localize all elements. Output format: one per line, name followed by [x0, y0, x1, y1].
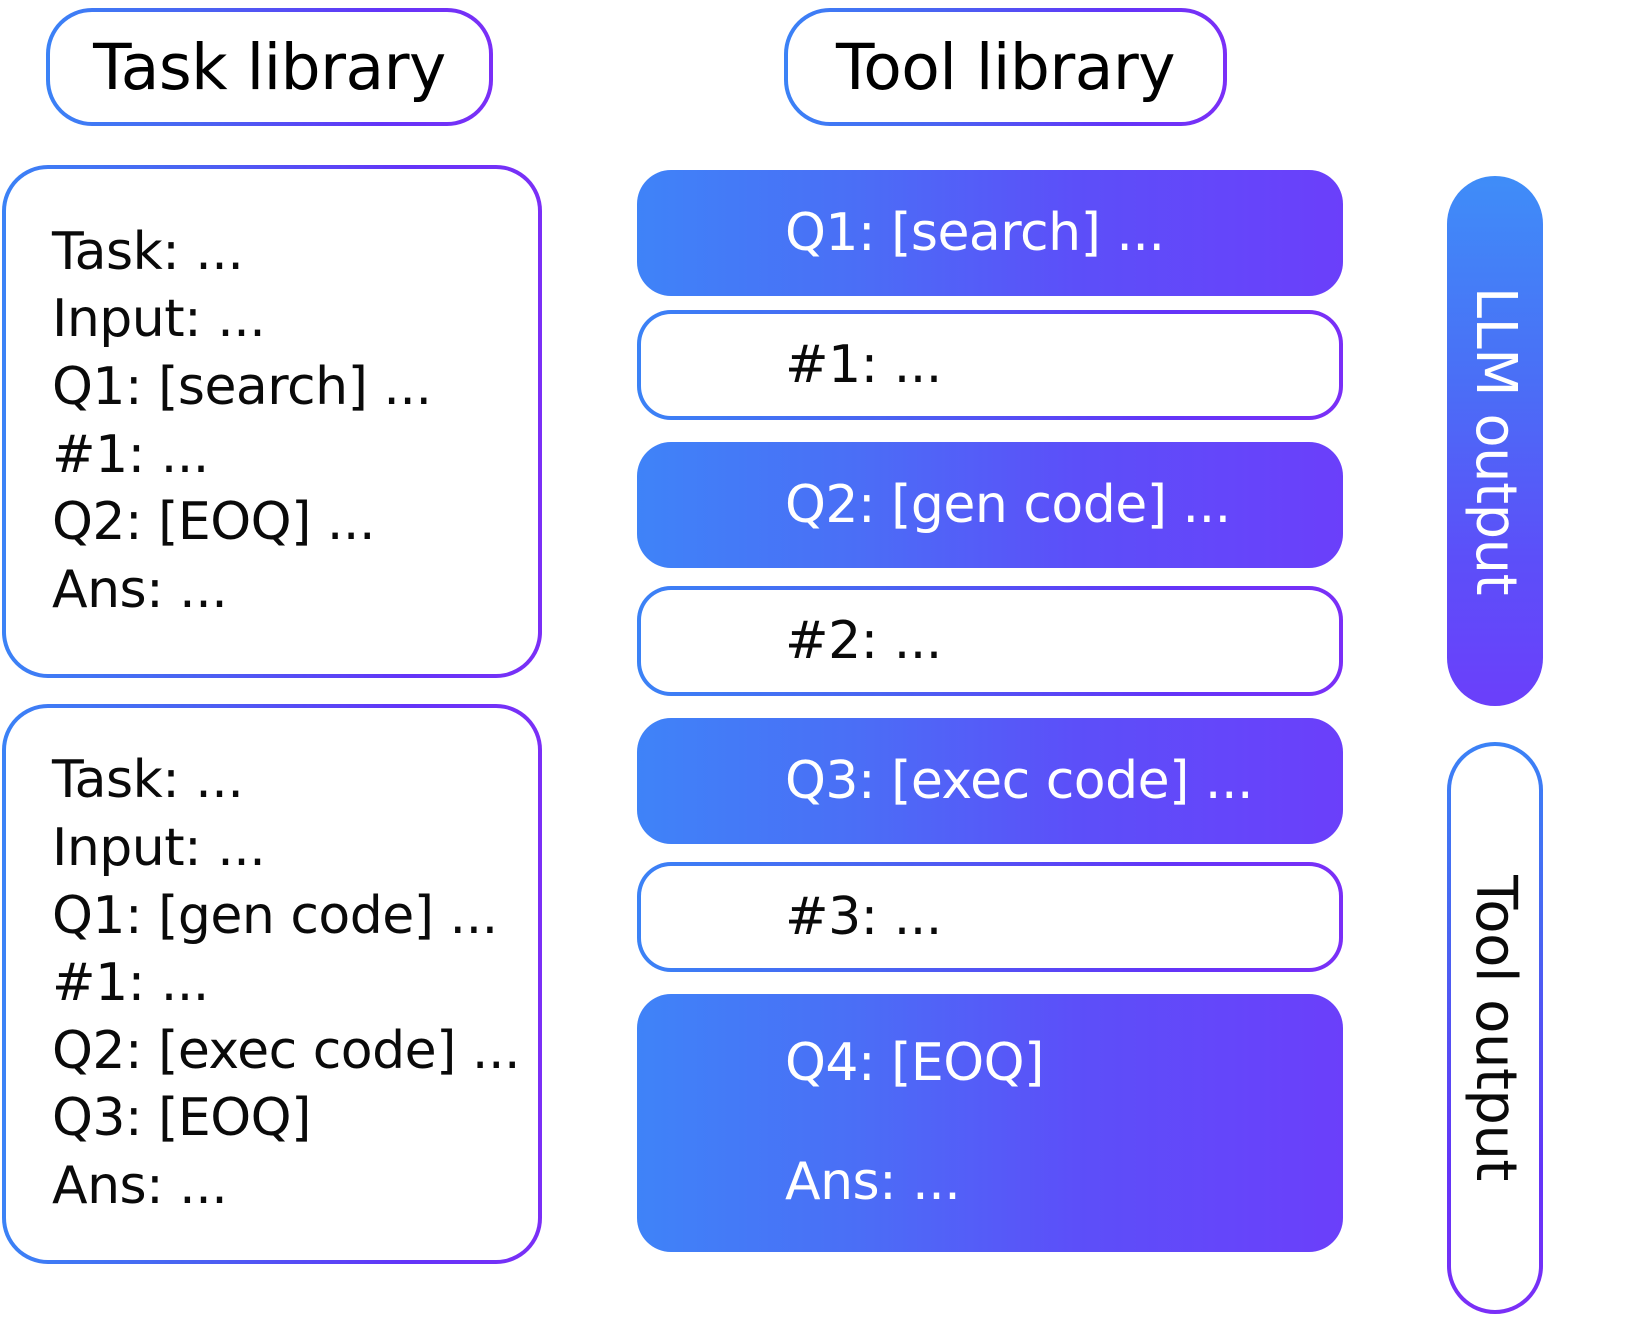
task-library-title: Task library	[93, 30, 446, 104]
task-line: Ans: ...	[52, 559, 228, 620]
task-library-pill: Task library	[46, 8, 493, 126]
trace-line: Q1: [search] ...	[785, 202, 1165, 263]
task-line: Task: ...	[52, 750, 244, 811]
task-line: Q1: [search] ...	[52, 356, 432, 417]
task-line: Q1: [gen code] ...	[52, 885, 498, 946]
trace-card-llm-q4[interactable]: Q4: [EOQ] Ans: ...	[637, 994, 1343, 1252]
trace-card-llm-q2[interactable]: Q2: [gen code] ...	[637, 442, 1343, 568]
tool-output-label: Tool output	[1463, 875, 1528, 1181]
task-line: Input: ...	[52, 289, 266, 350]
trace-card-tool-3[interactable]: #3: ...	[637, 862, 1343, 972]
task-line: #1: ...	[52, 953, 209, 1014]
trace-card-tool-1[interactable]: #1: ...	[637, 310, 1343, 420]
task-line: Q3: [EOQ]	[52, 1088, 311, 1149]
task-line: Q2: [EOQ] ...	[52, 492, 375, 553]
task-line: Input: ...	[52, 818, 266, 879]
task-line: #1: ...	[52, 424, 209, 485]
trace-line: Ans: ...	[785, 1152, 961, 1212]
trace-card-llm-q1[interactable]: Q1: [search] ...	[637, 170, 1343, 296]
task-library-card-1[interactable]: Task: ... Input: ... Q1: [search] ... #1…	[2, 165, 542, 678]
trace-line: #1: ...	[785, 334, 942, 395]
trace-line: Q2: [gen code] ...	[785, 474, 1231, 535]
tool-output-badge: Tool output	[1447, 742, 1543, 1314]
trace-line: #3: ...	[785, 886, 942, 947]
llm-output-badge: LLM output	[1447, 176, 1543, 706]
trace-line: #2: ...	[785, 610, 942, 671]
trace-card-llm-q3[interactable]: Q3: [exec code] ...	[637, 718, 1343, 844]
task-line: Task: ...	[52, 221, 244, 282]
trace-line: Q4: [EOQ]	[785, 1033, 1044, 1093]
llm-output-label: LLM output	[1463, 286, 1529, 596]
trace-card-llm-q4-lines: Q4: [EOQ] Ans: ...	[785, 1031, 1044, 1215]
tool-library-title: Tool library	[835, 30, 1176, 104]
trace-card-tool-2[interactable]: #2: ...	[637, 586, 1343, 696]
task-line: Q2: [exec code] ...	[52, 1020, 521, 1081]
task-library-card-2[interactable]: Task: ... Input: ... Q1: [gen code] ... …	[2, 704, 542, 1264]
tool-library-pill: Tool library	[784, 8, 1227, 126]
trace-line: Q3: [exec code] ...	[785, 750, 1254, 811]
task-line: Ans: ...	[52, 1155, 228, 1216]
